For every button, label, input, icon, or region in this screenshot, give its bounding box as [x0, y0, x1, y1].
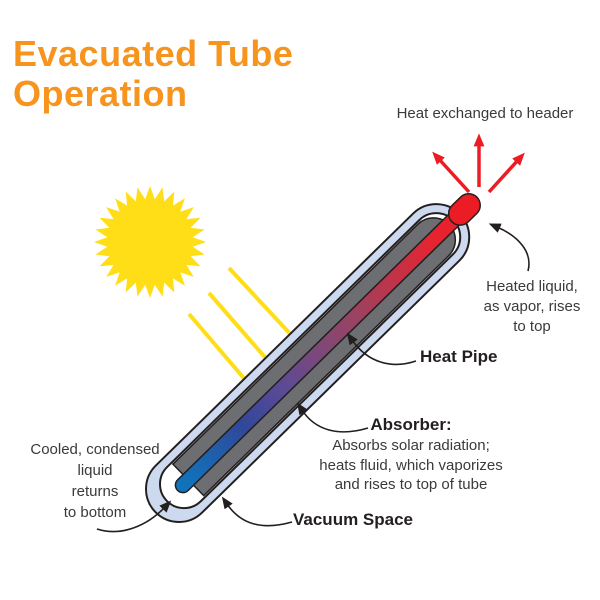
- vacuum-space-pointer-arrow: [221, 496, 293, 527]
- heated-liquid-label: Heated liquid, as vapor, rises to top: [483, 278, 581, 335]
- absorber-label-body: Absorbs solar radiation; heats fluid, wh…: [319, 437, 503, 493]
- sun-icon: [94, 186, 206, 298]
- solar-ray-arrow: [207, 291, 279, 374]
- heat-pipe-label: Heat Pipe: [420, 347, 498, 366]
- solar-ray-arrow: [227, 266, 304, 348]
- heat-exchanged-label: Heat exchanged to header: [396, 105, 574, 122]
- heat-output-arrow: [432, 151, 471, 194]
- condenser-bulb: [447, 193, 481, 226]
- annotation-pointers: [96, 223, 530, 533]
- absorber-label-title: Absorber:: [370, 415, 452, 434]
- page-title: Evacuated Tube Operation: [13, 33, 294, 114]
- tube-assembly: [145, 193, 481, 523]
- solar-ray-arrow: [187, 312, 257, 394]
- heat-pipe-pointer-arrow: [346, 332, 417, 366]
- heated-liquid-pointer-arrow: [488, 223, 530, 272]
- vacuum-space-label: Vacuum Space: [293, 510, 414, 529]
- heat-output-arrow: [487, 152, 525, 194]
- cooled-liquid-label: Cooled, condensed liquid returns to bott…: [30, 441, 160, 521]
- cooled-liquid-pointer-arrow: [96, 500, 172, 533]
- heat-output-arrows: [432, 133, 525, 194]
- solar-rays: [187, 266, 304, 394]
- absorber-pointer-arrow: [297, 402, 369, 433]
